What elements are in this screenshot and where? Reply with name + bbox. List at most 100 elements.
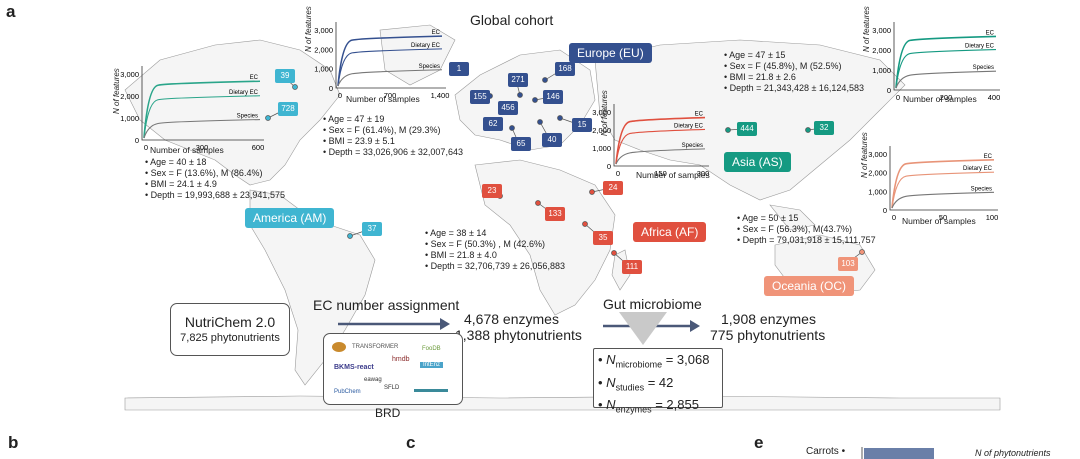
- x-tick-label: 1,400: [431, 91, 450, 100]
- location-dot: [517, 92, 523, 98]
- location-dot: [542, 77, 548, 83]
- logo-intenz: IntEnz: [420, 362, 444, 368]
- logo-transformer: TRANSFORMER: [352, 344, 399, 350]
- x-tick-label: 150: [654, 169, 667, 178]
- series-curve: [143, 118, 261, 139]
- nutrichem-count: 7,825 phytonutrients: [180, 332, 280, 344]
- location-dot: [589, 189, 595, 195]
- series-label: Dietary EC: [229, 90, 259, 96]
- location-dot: [535, 200, 541, 206]
- stat-line: Sex = F (50.3%) , M (42.6%): [425, 239, 565, 250]
- logo-hmdb: hmdb: [392, 356, 410, 363]
- series-label: EC: [250, 75, 259, 81]
- microbiome-stats-box: • Nmicrobiome = 3,068 • Nstudies = 42 • …: [593, 348, 723, 415]
- inset-ylabel: N of features: [304, 6, 313, 52]
- x-tick-label: 300: [196, 143, 209, 152]
- count-badge-eu: 65: [511, 137, 531, 151]
- inset-ylabel: N of features: [862, 6, 871, 52]
- stat-line: BMI = 24.1 ± 4.9: [145, 179, 285, 190]
- count-badge-eu: 155: [470, 90, 490, 104]
- series-label: EC: [986, 30, 995, 36]
- count-badge-eu: 62: [483, 117, 503, 131]
- y-tick-label: 2,000: [868, 169, 887, 178]
- series-label: Species: [682, 143, 703, 149]
- y-tick-label: 0: [607, 162, 611, 171]
- inset-xlabel: Number of samples: [903, 94, 977, 104]
- x-tick-label: 0: [144, 143, 148, 152]
- location-dot: [725, 127, 731, 133]
- logo-foodb: FooDB: [422, 346, 441, 352]
- y-tick-label: 1,000: [868, 187, 887, 196]
- y-tick-label: 2,000: [120, 92, 139, 101]
- ec-assignment-label: EC number assignment: [313, 297, 460, 313]
- y-tick-label: 0: [329, 84, 333, 93]
- location-dot: [805, 127, 811, 133]
- series-curve: [143, 80, 261, 139]
- stat-line: Sex = F (56.3%), M(43.7%): [737, 224, 876, 235]
- logo-pubchem: PubChem: [334, 389, 361, 395]
- count-badge-eu: 168: [555, 62, 575, 76]
- stat-line: Depth = 21,343,428 ± 16,124,583: [724, 83, 864, 94]
- stat-line: Age = 40 ± 18: [145, 157, 285, 168]
- x-tick-label: 50: [939, 213, 947, 222]
- series-label: Dietary EC: [411, 43, 441, 49]
- location-dot: [509, 125, 515, 131]
- x-tick-label: 0: [616, 169, 620, 178]
- location-dot: [532, 97, 538, 103]
- brenda-logo-icon: [332, 342, 346, 352]
- stat-line: BMI = 21.8 ± 2.6: [724, 72, 864, 83]
- region-label-africa: Africa (AF): [633, 222, 707, 242]
- stats-asia: Age = 47 ± 15Sex = F (45.8%), M (52.5%)B…: [724, 50, 864, 94]
- series-curve: [891, 171, 995, 209]
- series-label: Species: [973, 65, 994, 71]
- stage1-phytonutrients: 1,388 phytonutrients: [455, 327, 582, 343]
- inset-xlabel: Number of samples: [902, 216, 976, 226]
- count-badge-eu: 456: [498, 101, 518, 115]
- count-badge-am: 728: [278, 102, 298, 116]
- count-badge-eu: 40: [542, 133, 562, 147]
- inset-xlabel: Number of samples: [150, 145, 224, 155]
- stat-line: Depth = 79,031,918 ± 15,111,757: [737, 235, 876, 246]
- stat-line: Age = 38 ± 14: [425, 228, 565, 239]
- inset-ylabel: N of features: [112, 68, 121, 114]
- stat-line: Age = 50 ± 15: [737, 213, 876, 224]
- stage1-enzymes: 4,678 enzymes: [464, 311, 559, 327]
- series-label: Species: [971, 186, 992, 192]
- n-studies-line: • Nstudies = 42: [598, 374, 674, 393]
- location-dot: [265, 115, 271, 121]
- region-label-oceania: Oceania (OC): [764, 276, 855, 296]
- x-tick-label: 400: [988, 93, 1001, 102]
- carrots-label: Carrots •: [806, 446, 846, 457]
- series-label: Dietary EC: [963, 166, 993, 172]
- n-enzymes-line: • Nenzymes = 2,855: [598, 397, 699, 415]
- x-tick-label: 600: [252, 143, 265, 152]
- series-label: Species: [419, 64, 440, 70]
- region-label-asia: Asia (AS): [724, 152, 791, 172]
- count-badge-as: 32: [814, 121, 834, 135]
- stat-line: Sex = F (61.4%), M (29.3%): [323, 125, 463, 136]
- inset-xlabel: Number of samples: [636, 170, 710, 180]
- y-tick-label: 1,000: [872, 66, 891, 75]
- nutrichem-name: NutriChem 2.0: [184, 314, 276, 330]
- series-label: Dietary EC: [674, 123, 704, 129]
- region-label-europe: Europe (EU): [569, 43, 652, 63]
- series-curve: [337, 48, 443, 87]
- stage2-enzymes: 1,908 enzymes: [721, 311, 816, 327]
- stat-line: BMI = 21.8 ± 4.0: [425, 250, 565, 261]
- y-tick-label: 0: [887, 86, 891, 95]
- panel-letter-a: a: [6, 2, 16, 21]
- logo-bkms-react: BKMS-react: [334, 364, 374, 371]
- y-tick-label: 3,000: [872, 26, 891, 35]
- brd-label: BRD: [375, 406, 401, 420]
- x-tick-label: 300: [697, 169, 710, 178]
- count-badge-af: 111: [622, 260, 642, 274]
- x-tick-label: 100: [986, 213, 999, 222]
- stat-line: Sex = F (45.8%), M (52.5%): [724, 61, 864, 72]
- region-label-america: America (AM): [245, 208, 335, 228]
- stats-europe: Age = 47 ± 19Sex = F (61.4%), M (29.3%)B…: [323, 114, 463, 158]
- series-label: EC: [984, 154, 993, 160]
